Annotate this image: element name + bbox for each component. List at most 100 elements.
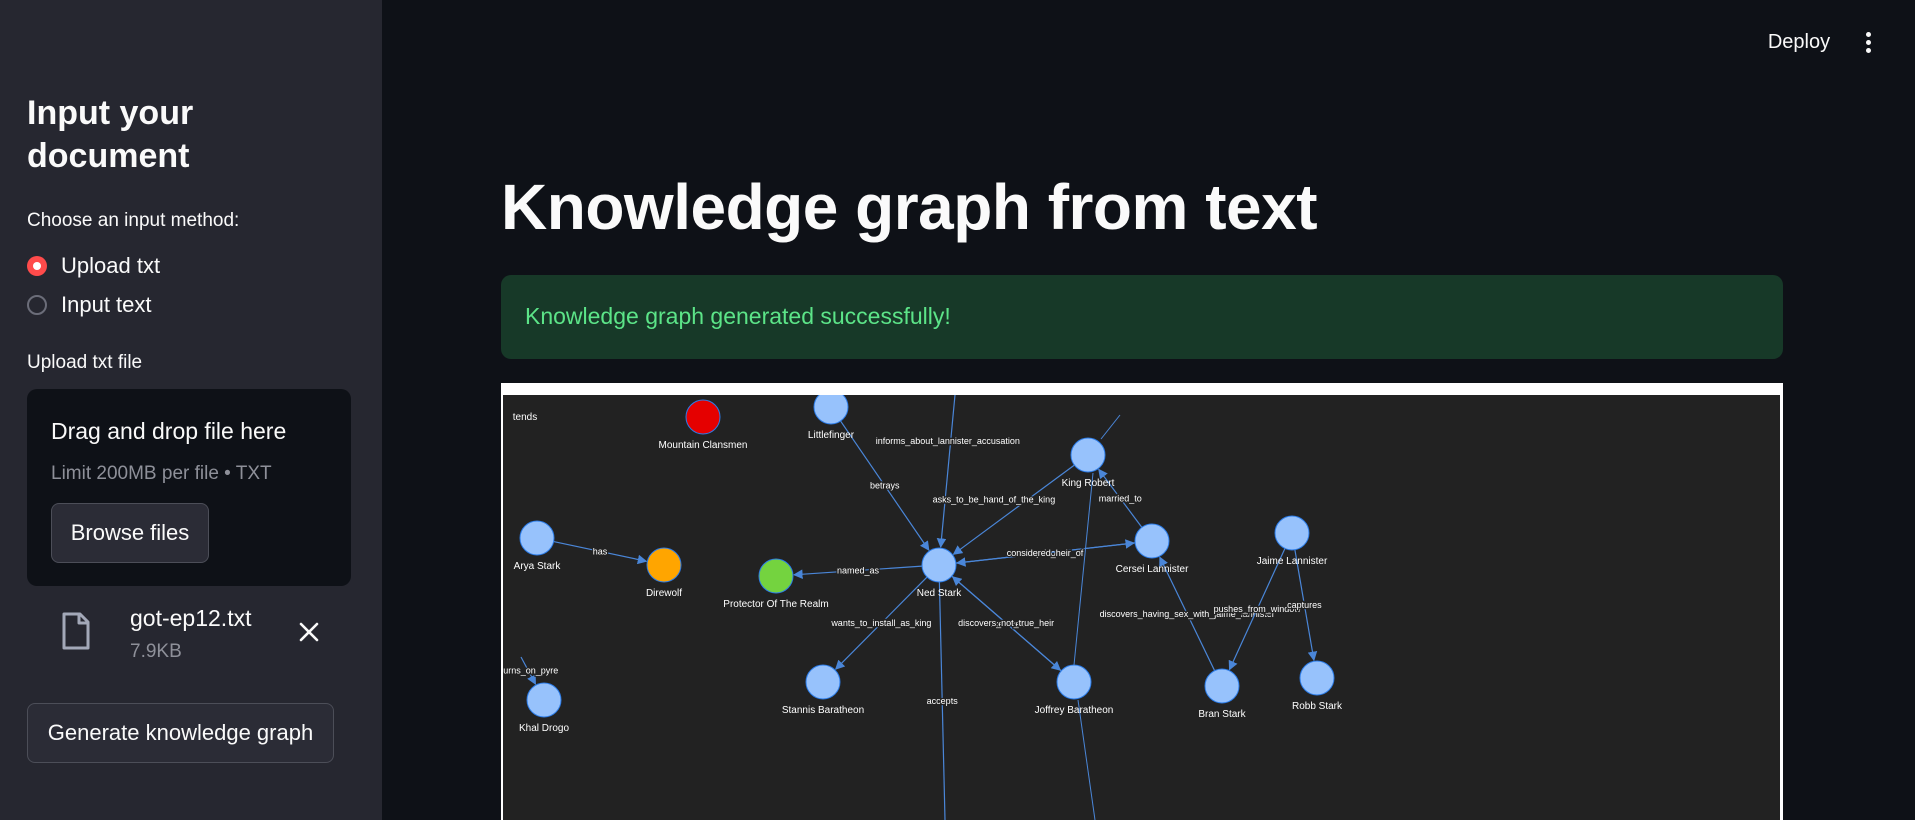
radio-upload-txt[interactable]: Upload txt [27, 252, 160, 280]
graph-edge [1098, 468, 1143, 528]
node-label: Littlefinger [808, 430, 855, 441]
graph-edge [938, 581, 946, 820]
graph-frame: betrays informs_about_lannister_accusatio… [501, 383, 1783, 820]
node-label: Arya Stark [514, 561, 562, 572]
radio-label-upload-txt: Upload txt [61, 253, 161, 278]
generate-graph-button[interactable]: Generate knowledge graph [27, 703, 334, 763]
file-size: 7.9KB [130, 641, 182, 662]
dropzone-title: Drag and drop file here [51, 418, 287, 444]
edge-label: informs_about_lannister_accusation [876, 436, 1020, 446]
graph-edge [1228, 548, 1286, 671]
node-label: Cersei Lannister [1116, 564, 1189, 575]
node-circle [646, 547, 682, 583]
graph-node-ned[interactable]: Ned Stark [917, 547, 962, 599]
graph-node-khal[interactable]: Khal Drogo [519, 682, 569, 734]
graph-edge [520, 656, 537, 685]
node-circle [1274, 515, 1310, 551]
graph-edge [1073, 472, 1094, 666]
edge-label: has [593, 546, 608, 556]
edge-label: discovers_not_true_heir [958, 618, 1054, 628]
graph-node-robb[interactable]: Robb Stark [1292, 660, 1343, 712]
edge-label: asks_to_be_hand_of_the_king [933, 495, 1056, 505]
node-label: Ned Stark [917, 588, 962, 599]
node-circle [519, 520, 555, 556]
graph-edge [1100, 414, 1121, 440]
graph-node-tends[interactable]: tends [513, 412, 537, 423]
graph-node-arya[interactable]: Arya Stark [514, 520, 562, 572]
radio-label-input-text: Input text [61, 292, 152, 317]
radio-selected-icon [27, 256, 47, 276]
close-icon[interactable] [297, 620, 321, 644]
node-circle [1204, 668, 1240, 704]
node-circle [1299, 660, 1335, 696]
node-label: tends [513, 412, 537, 423]
node-circle [758, 558, 794, 594]
sidebar-title: Input your document [27, 94, 194, 175]
graph-edge [1159, 556, 1216, 671]
graph-node-joffrey[interactable]: Joffrey Baratheon [1035, 664, 1114, 716]
graph-edge [553, 540, 648, 565]
edge-label: wants_to_install_as_king [830, 618, 931, 628]
success-alert: Knowledge graph generated successfully! [501, 275, 1783, 359]
graph-edge [955, 539, 1136, 564]
file-dropzone[interactable]: Drag and drop file here Limit 200MB per … [27, 389, 351, 586]
input-method-label: Choose an input method: [27, 210, 240, 231]
node-circle [813, 395, 849, 425]
node-circle [1056, 664, 1092, 700]
radio-input-text[interactable]: Input text [27, 291, 152, 319]
graph-node-king[interactable]: King Robert [1062, 437, 1115, 489]
graph-edge [1077, 699, 1096, 820]
browse-files-button[interactable]: Browse files [51, 503, 209, 563]
graph-edge [936, 395, 956, 549]
node-label: Joffrey Baratheon [1035, 705, 1114, 716]
node-label: Direwolf [646, 588, 682, 599]
node-label: Protector Of The Realm [723, 599, 828, 610]
node-circle [685, 399, 721, 435]
node-label: Khal Drogo [519, 723, 569, 734]
node-circle [805, 664, 841, 700]
graph-node-protector[interactable]: Protector Of The Realm [723, 558, 829, 610]
graph-edge [793, 565, 923, 579]
graph-node-jaime[interactable]: Jaime Lannister [1257, 515, 1328, 567]
node-circle [1134, 523, 1170, 559]
node-label: Bran Stark [1198, 709, 1246, 720]
dropzone-limit: Limit 200MB per file • TXT [51, 463, 272, 484]
success-message: Knowledge graph generated successfully! [525, 303, 951, 329]
knowledge-graph-canvas[interactable]: betrays informs_about_lannister_accusatio… [503, 395, 1780, 820]
edge-label: accepts [927, 696, 959, 706]
deploy-button[interactable]: Deploy [1767, 30, 1831, 53]
edge-label: burns_on_pyre [503, 666, 558, 676]
edge-label: married_to [1099, 493, 1142, 503]
graph-node-cersei[interactable]: Cersei Lannister [1116, 523, 1189, 575]
knowledge-graph: betrays informs_about_lannister_accusatio… [503, 395, 1343, 820]
edge-label: pushes_from_window [1214, 604, 1302, 614]
graph-edge [840, 420, 930, 551]
graph-edge [951, 575, 1062, 671]
edge-label: captures [1287, 600, 1322, 610]
radio-unselected-icon [27, 295, 47, 315]
edge-label: considered_heir_of [1007, 548, 1084, 558]
graph-edge [1294, 549, 1318, 662]
node-circle [921, 547, 957, 583]
upload-label: Upload txt file [27, 352, 143, 373]
file-icon [62, 612, 90, 650]
node-label: Mountain Clansmen [659, 440, 748, 451]
node-label: Stannis Baratheon [782, 705, 864, 716]
node-label: King Robert [1062, 478, 1115, 489]
node-label: Jaime Lannister [1257, 556, 1328, 567]
graph-node-direwolf[interactable]: Direwolf [646, 547, 682, 599]
node-circle [1070, 437, 1106, 473]
uploaded-file: got-ep12.txt 7.9KB [27, 600, 351, 675]
graph-node-littlefinger[interactable]: Littlefinger [808, 395, 855, 441]
graph-node-stannis[interactable]: Stannis Baratheon [782, 664, 864, 716]
graph-edge [834, 576, 928, 670]
edge-label: betrays [870, 481, 900, 491]
graph-node-bran[interactable]: Bran Stark [1198, 668, 1247, 720]
edge-label: discovers_having_sex_with_jaime_lanniste… [1100, 609, 1275, 619]
edge-label: named_as [837, 565, 880, 575]
sidebar: Input your document Choose an input meth… [0, 0, 382, 820]
graph-node-mountain[interactable]: Mountain Clansmen [659, 399, 748, 451]
file-name: got-ep12.txt [130, 605, 252, 631]
more-menu-icon[interactable] [1856, 24, 1880, 60]
page-title: Knowledge graph from text [501, 171, 1318, 243]
